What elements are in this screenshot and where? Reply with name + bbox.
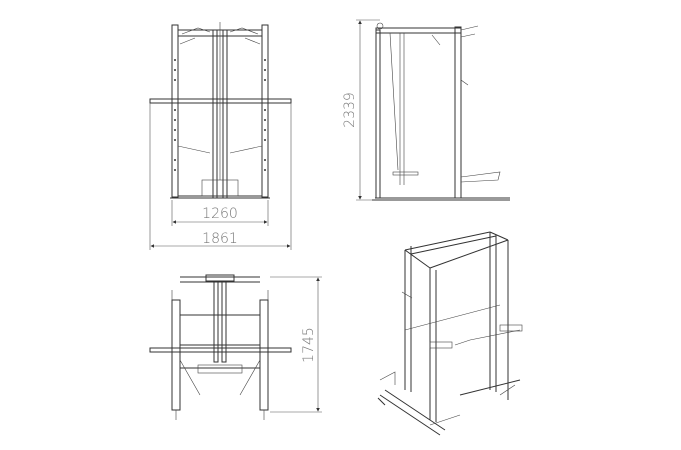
dimension-label-1861: 1861	[202, 231, 238, 247]
side-view	[372, 22, 510, 201]
dimension-front-width: 1260	[171, 200, 269, 226]
dimension-overall-width: 1861	[149, 103, 292, 250]
dimension-depth: 1745	[270, 276, 322, 413]
dimension-label-2339: 2339	[342, 92, 358, 128]
dimension-label-1745: 1745	[301, 327, 317, 363]
dimension-label-1260: 1260	[202, 206, 238, 222]
front-view	[149, 22, 292, 199]
isometric-view	[377, 231, 523, 436]
dimension-height: 2339	[342, 19, 380, 201]
top-view	[149, 274, 292, 420]
